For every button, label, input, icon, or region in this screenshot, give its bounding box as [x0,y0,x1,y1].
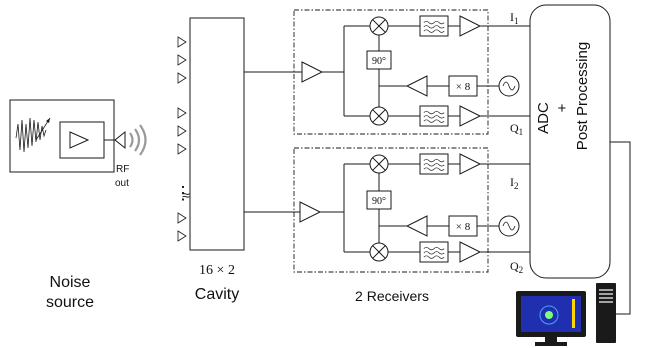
receiver-2: 90° × 8 I2 Q2 [293,147,530,275]
receiver-1-lo-amp-icon [405,75,428,97]
receiver-1-oscillator-icon [498,75,520,97]
receiver-2-lo-amp-icon [405,215,428,237]
receiver-1-mixer-i-icon [369,16,389,36]
noise-caption-line1: Noise [50,274,91,291]
receiver-1-mixer-q-icon [369,106,389,126]
out-label: out [115,178,129,189]
computer [516,283,616,346]
adc-label: ADC [535,102,552,134]
receiver-2-oscillator-icon [498,215,520,237]
receiver-1-lna-icon [301,61,323,83]
receiver-1-multiplier-label: × 8 [456,81,471,93]
noise-caption-line2: source [46,294,94,311]
rf-label: RF [116,164,129,175]
receiver-2-amp-i-icon [459,153,481,175]
output-i1-label: I1 [510,10,519,26]
noise-source: RF out Noise source [9,99,147,311]
receiver-2-mixer-i-icon [369,154,389,174]
output-i2-label: I2 [510,175,519,191]
cavity-approx: ≈ [182,187,190,203]
adc-box [529,4,611,279]
receiver-2-mixer-q-icon [369,242,389,262]
cavity-box [189,17,245,251]
receiver-2-frame [293,147,489,273]
receiver-1-amp-q-icon [459,105,481,127]
receivers-caption: 2 Receivers [355,288,429,304]
cavity-dims: 16 × 2 [199,263,235,278]
cavity-caption: Cavity [195,286,239,303]
noise-amplifier-icon [69,131,90,149]
receiver-1-filter-i-icon [419,15,449,37]
noise-source-enclosure [9,99,115,173]
receiver-1-amp-i-icon [459,15,481,37]
noise-waveform-icon [15,117,47,153]
adc-block: ADC + Post Processing [529,4,611,279]
receiver-2-amp-q-icon [459,241,481,263]
receiver-2-filter-i-icon [419,153,449,175]
receiver-2-phase-label: 90° [372,196,386,207]
receiver-2-multiplier-label: × 8 [456,221,471,233]
cavity-antenna-array [177,36,187,242]
receiver-1-phase-label: 90° [372,56,386,67]
receiver-1-frame [293,9,489,135]
cavity-ellipsis: ⋮ [174,183,192,203]
rf-emission-icon [129,124,147,156]
monitor-icon [516,291,586,346]
tower-pc-icon [596,283,616,343]
receiver-1: 90° × 8 I1 Q1 [293,9,530,137]
receiver-2-filter-q-icon [419,241,449,263]
adc-plus-label: + [554,103,571,112]
output-q1-label: Q1 [510,121,523,137]
cavity: ⋮ ≈ 16 × 2 Cavity [174,17,245,303]
post-processing-label: Post Processing [574,42,591,150]
output-q2-label: Q2 [510,259,523,275]
rf-antenna-icon [114,130,126,150]
receiver-2-lna-icon [299,201,321,223]
receiver-1-filter-q-icon [419,105,449,127]
